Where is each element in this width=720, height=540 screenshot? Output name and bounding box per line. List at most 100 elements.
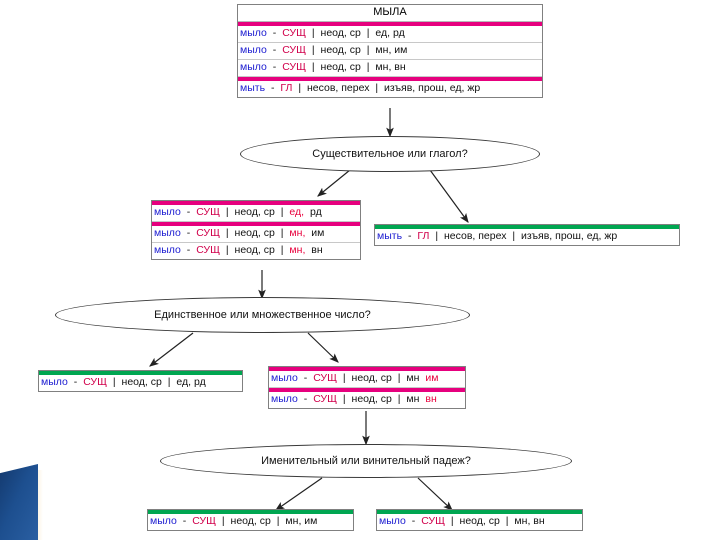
pipe: | <box>311 61 315 73</box>
grammemes-primary: неод, ср <box>351 393 392 405</box>
pipe: | <box>366 27 370 39</box>
nouns-analysis-box[interactable]: мыло - СУЩ | неод, ср | ед, рд мыло - СУ… <box>151 200 361 260</box>
slide-corner-highlight <box>38 470 43 540</box>
table-row[interactable]: мыло - СУЩ | неод, ср | ед, рд <box>39 375 242 391</box>
table-row[interactable]: мыло - СУЩ | неод, ср | ед, рд <box>152 205 360 222</box>
word-form: мыло <box>240 27 267 39</box>
pipe: | <box>342 372 346 384</box>
accent-bar-green <box>375 225 679 229</box>
grammemes-secondary: им <box>311 227 325 239</box>
pipe: | <box>280 244 284 256</box>
grammemes-secondary: мн <box>406 372 420 384</box>
grammemes-primary: неод, ср <box>234 244 275 256</box>
pipe: | <box>276 515 280 527</box>
pipe: | <box>280 227 284 239</box>
grammemes-secondary: вн <box>311 244 323 256</box>
question-node-number[interactable]: Единственное или множественное число? <box>55 297 470 333</box>
word-form: мыло <box>154 244 181 256</box>
grammemes-secondary: ед, рд <box>375 27 405 39</box>
part-of-speech: СУЩ <box>282 27 306 39</box>
table-row[interactable]: мыло - СУЩ | неод, ср | мн, им <box>152 226 360 243</box>
table-row[interactable]: мыло - СУЩ | неод, ср | мн, им <box>148 514 353 530</box>
dash: - <box>411 515 416 527</box>
pipe: | <box>512 230 516 242</box>
table-row[interactable]: мыло - СУЩ | неод, ср | ед, рд <box>238 26 542 43</box>
table-row[interactable]: мыло - СУЩ | неод, ср | мн вн <box>269 392 465 408</box>
question-label: Существительное или глагол? <box>312 148 468 160</box>
table-row[interactable]: мыть - ГЛ | несов, перех | изъяв, прош, … <box>238 81 542 97</box>
part-of-speech: ГЛ <box>280 82 293 94</box>
grammemes-primary: неод, ср <box>320 27 361 39</box>
pipe: | <box>311 27 315 39</box>
pipe: | <box>397 372 401 384</box>
question-node-pos[interactable]: Существительное или глагол? <box>240 136 540 172</box>
table-row[interactable]: мыло - СУЩ | неод, ср | мн, вн <box>152 243 360 259</box>
dash: - <box>407 230 412 242</box>
grammeme-highlight: им <box>425 372 439 384</box>
table-row[interactable]: мыло - СУЩ | неод, ср | мн, вн <box>377 514 582 530</box>
dash: - <box>272 61 277 73</box>
question-node-case[interactable]: Именительный или винительный падеж? <box>160 444 572 478</box>
plural-analysis-box[interactable]: мыло - СУЩ | неод, ср | мн им мыло - СУЩ… <box>268 366 466 409</box>
grammemes-secondary: мн, вн <box>375 61 406 73</box>
pipe: | <box>225 227 229 239</box>
table-row[interactable]: мыть - ГЛ | несов, перех | изъяв, прош, … <box>375 229 679 245</box>
edge-q3-to-accusative <box>417 477 453 511</box>
grammemes-primary: несов, перех <box>443 230 507 242</box>
pipe: | <box>366 61 370 73</box>
grammemes-primary: неод, ср <box>320 61 361 73</box>
grammemes-primary: неод, ср <box>230 515 271 527</box>
pipe: | <box>298 82 302 94</box>
pipe: | <box>366 44 370 56</box>
part-of-speech: СУЩ <box>421 515 445 527</box>
word-form: мыть <box>377 230 403 242</box>
pipe: | <box>450 515 454 527</box>
pipe: | <box>342 393 346 405</box>
pipe: | <box>167 376 171 388</box>
part-of-speech: СУЩ <box>83 376 107 388</box>
part-of-speech: СУЩ <box>313 372 337 384</box>
grammemes-secondary: изъяв, прош, ед, жр <box>521 230 618 242</box>
word-form: мыло <box>240 44 267 56</box>
grammemes-secondary: ед, рд <box>176 376 206 388</box>
table-row[interactable]: мыло - СУЩ | неод, ср | мн, вн <box>238 60 542 77</box>
grammemes-primary: несов, перех <box>306 82 370 94</box>
word-form: мыло <box>154 206 181 218</box>
dash: - <box>186 227 191 239</box>
verb-analysis-box[interactable]: мыть - ГЛ | несов, перех | изъяв, прош, … <box>374 224 680 246</box>
grammemes-primary: неод, ср <box>459 515 500 527</box>
word-form: мыло <box>41 376 68 388</box>
word-form: мыло <box>240 61 267 73</box>
edge-q2-to-plural <box>307 332 339 363</box>
part-of-speech: ГЛ <box>417 230 430 242</box>
accent-bar-magenta <box>238 77 542 81</box>
question-label: Единственное или множественное число? <box>154 309 371 321</box>
accent-bar-green <box>148 510 353 514</box>
slide-corner-decoration <box>0 464 38 540</box>
question-label: Именительный или винительный падеж? <box>261 455 471 467</box>
accusative-analysis-box[interactable]: мыло - СУЩ | неод, ср | мн, вн <box>376 509 583 531</box>
part-of-speech: СУЩ <box>192 515 216 527</box>
part-of-speech: СУЩ <box>196 206 220 218</box>
pipe: | <box>375 82 379 94</box>
dash: - <box>272 27 277 39</box>
grammeme-highlight: ед, <box>289 206 305 218</box>
grammemes-primary: неод, ср <box>234 206 275 218</box>
word-form: мыло <box>150 515 177 527</box>
dash: - <box>303 393 308 405</box>
grammemes-primary: неод, ср <box>320 44 361 56</box>
word-form: мыть <box>240 82 266 94</box>
word-form: мыло <box>154 227 181 239</box>
singular-analysis-box[interactable]: мыло - СУЩ | неод, ср | ед, рд <box>38 370 243 392</box>
grammeme-highlight: вн <box>425 393 437 405</box>
accent-bar-magenta <box>269 367 465 371</box>
pipe: | <box>221 515 225 527</box>
dash: - <box>186 244 191 256</box>
grammemes-primary: неод, ср <box>234 227 275 239</box>
part-of-speech: СУЩ <box>313 393 337 405</box>
root-box-header: МЫЛА <box>238 5 542 22</box>
root-analysis-box[interactable]: МЫЛА мыло - СУЩ | неод, ср | ед, рд мыло… <box>237 4 543 98</box>
table-row[interactable]: мыло - СУЩ | неод, ср | мн им <box>269 371 465 388</box>
table-row[interactable]: мыло - СУЩ | неод, ср | мн, им <box>238 43 542 60</box>
nominative-analysis-box[interactable]: мыло - СУЩ | неод, ср | мн, им <box>147 509 354 531</box>
